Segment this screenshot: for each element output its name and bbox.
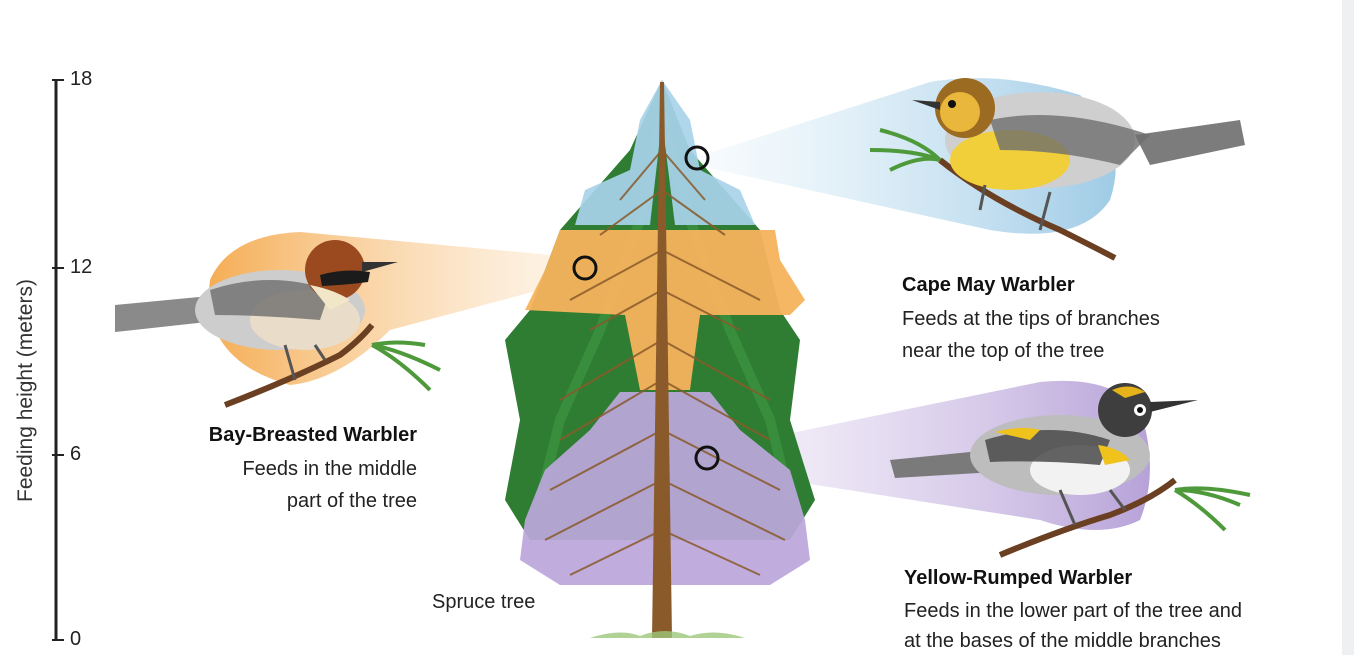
yellow-rumped-desc-line-2: at the bases of the middle branches bbox=[904, 628, 1221, 655]
tick-label-12: 12 bbox=[70, 256, 92, 279]
tick-label-0: 0 bbox=[70, 628, 81, 651]
yellow-rumped-title: Yellow-Rumped Warbler bbox=[904, 567, 1132, 590]
bay-breasted-desc-line-1: Feeds in the middle bbox=[242, 456, 417, 483]
spruce-tree-label: Spruce tree bbox=[432, 591, 535, 614]
height-axis bbox=[52, 80, 64, 640]
cape-may-desc-line-2: near the top of the tree bbox=[902, 338, 1104, 365]
bay-breasted-desc-line-2: part of the tree bbox=[287, 488, 417, 515]
tick-label-6: 6 bbox=[70, 443, 81, 466]
yellow-rumped-desc-line-1: Feeds in the lower part of the tree and bbox=[904, 598, 1242, 625]
cape-may-title: Cape May Warbler bbox=[902, 274, 1075, 297]
edge-strip bbox=[1342, 0, 1354, 655]
cape-may-desc-line-1: Feeds at the tips of branches bbox=[902, 306, 1160, 333]
bay-breasted-title: Bay-Breasted Warbler bbox=[209, 424, 417, 447]
tick-label-18: 18 bbox=[70, 68, 92, 91]
axis-title: Feeding height (meters) bbox=[14, 279, 38, 502]
